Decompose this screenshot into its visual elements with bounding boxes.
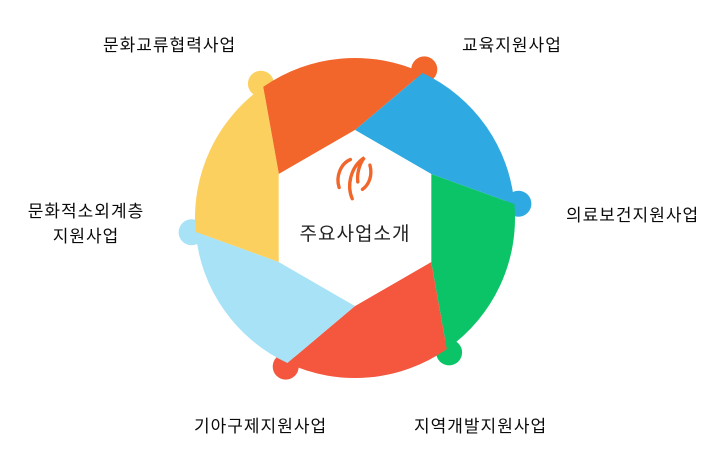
label-marginalized-line1: 문화적소외계층 <box>27 202 145 221</box>
center-title: 주요사업소개 <box>299 224 411 245</box>
label-culture-exchange: 문화교류협력사업 <box>103 36 237 55</box>
segment-marginalized <box>195 231 355 363</box>
label-medical: 의료보건지원사업 <box>566 206 700 225</box>
label-education: 교육지원사업 <box>462 36 562 55</box>
center-hexagon <box>278 130 432 306</box>
label-marginalized-line2: 지원사업 <box>52 226 120 246</box>
logo-stroke-left <box>336 157 353 190</box>
center-logo-icon <box>336 156 373 201</box>
segment-hunger <box>287 262 447 379</box>
segment-education <box>263 57 423 174</box>
segment-regional <box>431 174 516 350</box>
segment-medical <box>355 73 515 205</box>
label-marginalized: 문화적소외계층 지원사업 <box>22 200 150 249</box>
logo-stroke-center <box>348 156 366 201</box>
label-regional: 지역개발지원사업 <box>414 417 548 436</box>
label-hunger: 기아구제지원사업 <box>194 417 328 436</box>
logo-stroke-right <box>360 163 373 192</box>
center-box: 주요사업소개 <box>270 150 440 246</box>
segment-culture-exchange <box>194 86 279 263</box>
